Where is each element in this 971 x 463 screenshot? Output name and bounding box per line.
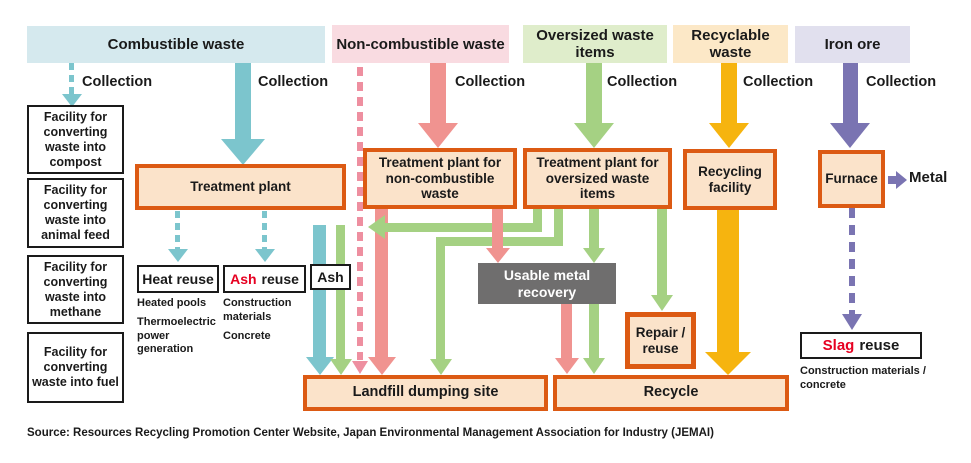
furnace-to-slag-arrow (849, 208, 855, 315)
oversized-residue-to-landfill-arrow (336, 225, 345, 360)
oversized-to-landfill-arrow-head (430, 359, 452, 375)
repair-reuse-box: Repair / reuse (625, 312, 696, 369)
collection-arrow-dashed-teal-head (62, 94, 82, 107)
collection-label-oversized: Collection (607, 74, 678, 90)
collection-arrow-recyclable (721, 63, 737, 124)
metal-recovery-to-recycle-green-head (583, 358, 605, 374)
ash-to-landfill-arrow (313, 225, 326, 358)
oversized-to-metal-recovery-arrow (589, 209, 599, 249)
treatment-to-ash-reuse-arrow (262, 211, 267, 250)
slag-reuse-box: Slag reuse (800, 332, 922, 359)
metal-label: Metal (909, 169, 948, 186)
header-oversized-waste-items: Oversized waste items (523, 25, 667, 63)
collection-label-recyclable: Collection (743, 74, 814, 90)
furnace-to-metal-arrow-head (896, 171, 907, 189)
note-concrete: Concrete (223, 330, 271, 342)
non-combustible-to-metal-recovery-arrow (492, 209, 503, 249)
treatment-to-ash-reuse-arrow-head (255, 249, 275, 262)
collection-label-combustible: Collection (258, 74, 329, 90)
header-non-combustible-waste: Non-combustible waste (332, 25, 509, 63)
note-construction-materials: Construction materials (223, 297, 292, 323)
furnace-to-metal-arrow (888, 176, 897, 184)
oversized-to-metal-recovery-head (583, 248, 605, 263)
oversized-residue-to-landfill-arrow-head (330, 359, 352, 375)
oversized-to-treatment-line (385, 223, 542, 232)
metal-recovery-to-recycle-pink-head (555, 358, 579, 374)
usable-metal-recovery-box: Usable metal recovery (478, 263, 616, 304)
metal-recovery-to-recycle-green-arrow (589, 304, 599, 359)
metal-recovery-to-recycle-pink-arrow (561, 304, 572, 359)
facility-methane-box: Facility for converting waste into metha… (27, 255, 124, 324)
facility-fuel-box: Facility for converting waste into fuel (27, 332, 124, 403)
header-iron-ore: Iron ore (795, 26, 910, 63)
oversized-to-landfill-stub (554, 209, 563, 246)
oversized-to-repair-head (651, 295, 673, 311)
recycling-facility-box: Recycling facility (683, 149, 777, 210)
header-combustible-waste: Combustible waste (27, 26, 325, 63)
collection-arrow-iron-ore (843, 63, 858, 124)
collection-arrow-oversized-head (574, 123, 614, 148)
treatment-to-heat-reuse-arrow-head (168, 249, 188, 262)
ash-reuse-box: Ash reuse (223, 265, 306, 293)
slag-reuse-rest: reuse (859, 337, 900, 354)
collection-arrow-combustible (235, 63, 251, 140)
oversized-to-landfill-vertical (436, 237, 445, 360)
furnace-box: Furnace (818, 150, 885, 208)
non-combustible-dashed-line-head (352, 361, 368, 374)
collection-label-compost: Collection (82, 74, 153, 90)
recycle-box: Recycle (553, 375, 789, 411)
non-combustible-dashed-line (357, 67, 363, 360)
collection-arrow-non-combustible (430, 63, 446, 124)
furnace-to-slag-arrow-head (842, 314, 862, 330)
note-slag-construction: Construction materials / concrete (800, 365, 926, 391)
collection-arrow-iron-ore-head (830, 123, 870, 148)
note-thermoelectric: Thermoelectric power generation (137, 316, 216, 355)
ash-to-landfill-arrow-head (306, 357, 334, 375)
landfill-dumping-site-box: Landfill dumping site (303, 375, 548, 411)
ash-reuse-accent: Ash (230, 270, 257, 287)
non-combustible-to-metal-recovery-head (486, 248, 510, 263)
facility-animal-feed-box: Facility for converting waste into anima… (27, 178, 124, 248)
non-combustible-to-landfill-arrow-head (368, 357, 396, 375)
source-text: Source: Resources Recycling Promotion Ce… (27, 427, 714, 439)
collection-arrow-dashed-teal (69, 63, 74, 95)
treatment-plant-non-combustible-box: Treatment plant for non-combustible wast… (363, 148, 517, 209)
treatment-plant-oversized-box: Treatment plant for oversized waste item… (523, 148, 672, 209)
treatment-plant-box: Treatment plant (135, 164, 346, 210)
recycling-facility-to-recycle-head (705, 352, 751, 375)
collection-label-iron-ore: Collection (866, 74, 937, 90)
facility-compost-box: Facility for converting waste into compo… (27, 105, 124, 174)
non-combustible-to-landfill-arrow (375, 209, 388, 358)
header-recyclable-waste: Recyclable waste (673, 25, 788, 63)
recycling-facility-to-recycle-arrow (717, 210, 739, 353)
heat-reuse-box: Heat reuse (137, 265, 219, 293)
collection-arrow-oversized (586, 63, 602, 124)
collection-arrow-combustible-head (221, 139, 265, 165)
collection-arrow-recyclable-head (709, 123, 749, 148)
slag-reuse-accent: Slag (822, 337, 855, 354)
treatment-to-heat-reuse-arrow (175, 211, 180, 250)
collection-arrow-non-combustible-head (418, 123, 458, 148)
oversized-to-treatment-arrow-head (368, 215, 385, 239)
note-heated-pools: Heated pools (137, 297, 207, 309)
oversized-to-repair-arrow (657, 209, 667, 296)
collection-label-non-combustible: Collection (455, 74, 526, 90)
ash-reuse-rest: reuse (261, 270, 299, 287)
ash-box: Ash (310, 264, 351, 290)
oversized-to-treatment-stub (533, 209, 542, 232)
